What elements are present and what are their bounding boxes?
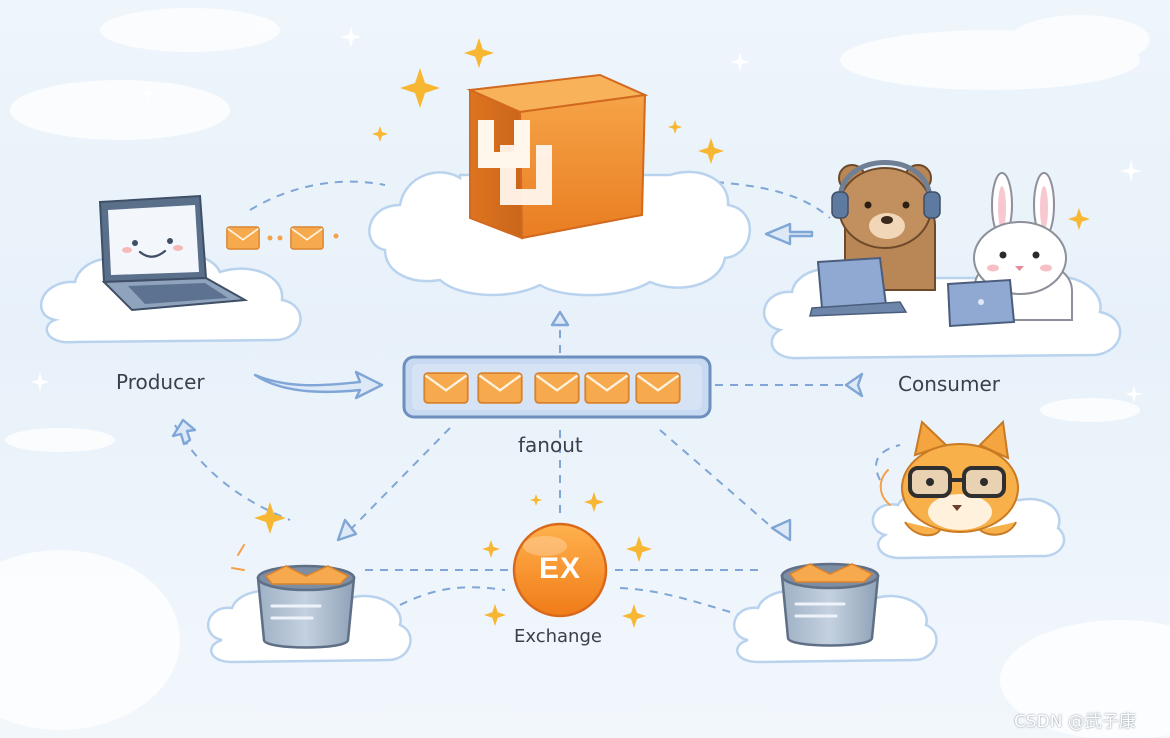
consumer-label: Consumer <box>898 372 1000 396</box>
background-clouds <box>0 8 1170 738</box>
orange-cube-logo-icon <box>466 73 649 240</box>
bear-with-headphones-icon <box>809 160 941 317</box>
producer-up-arrow <box>171 418 197 446</box>
queued-messages <box>423 372 681 404</box>
consumer-return-arrow <box>844 372 864 398</box>
fanout-label: fanout <box>518 433 583 457</box>
message-queue-bar-icon <box>402 355 712 419</box>
bucket-left-arrow <box>336 518 358 542</box>
envelope-icon <box>534 372 580 404</box>
envelope-icon <box>423 372 469 404</box>
cat-with-glasses-icon <box>901 419 1019 537</box>
producer-message-stream <box>226 226 339 250</box>
smiling-laptop-icon <box>98 194 249 312</box>
exchange-badge-text: EX <box>538 552 582 585</box>
consumer-inbound-arrow <box>764 222 814 246</box>
broker-cloud <box>368 170 752 297</box>
flow-arrows <box>171 222 864 542</box>
right-queue-bucket-icon <box>780 562 880 647</box>
envelope-icon <box>477 372 523 404</box>
exchange-label: Exchange <box>514 626 602 647</box>
exchange-badge <box>512 522 608 618</box>
bucket-right-arrow <box>770 518 792 542</box>
bunny-with-laptop-icon <box>946 172 1073 328</box>
envelope-icon <box>635 372 681 404</box>
watermark: CSDN @武子康 <box>1014 712 1136 732</box>
queue-up-arrow <box>550 310 570 327</box>
cat-accent-marks <box>231 469 891 571</box>
producer-label: Producer <box>116 370 205 394</box>
producer-to-queue-arrow <box>253 370 384 400</box>
envelope-icon <box>584 372 630 404</box>
left-queue-bucket-icon <box>256 564 356 649</box>
